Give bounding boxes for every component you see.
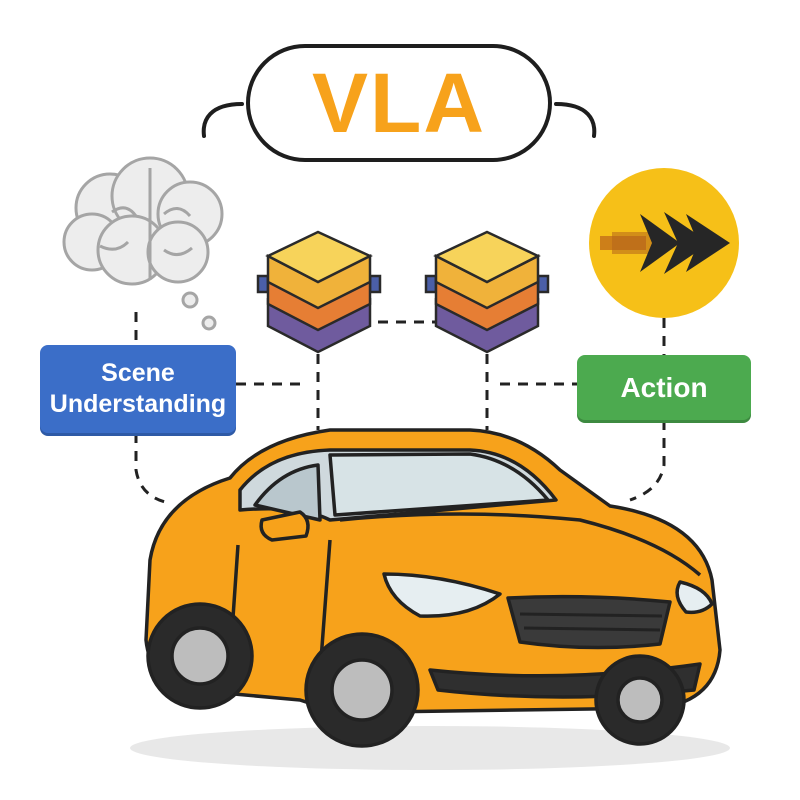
fast-arrow-icon [589, 168, 739, 318]
model-block-icon-left [256, 230, 382, 354]
model-block-icon-right [424, 230, 550, 354]
action-label: Action [620, 371, 708, 403]
title-pill: VLA [246, 44, 552, 162]
title-text: VLA [312, 56, 486, 150]
connector-scene-to-car [134, 433, 166, 504]
connector-action-to-car [629, 420, 666, 502]
dashed-connectors [134, 312, 666, 504]
title-right-curl [554, 102, 597, 138]
action-box: Action [577, 355, 751, 420]
car-icon [130, 428, 730, 770]
scene-understanding-box: Scene Understanding [40, 345, 236, 433]
title-left-curl [201, 102, 244, 138]
brain-icon [62, 156, 224, 331]
scene-understanding-label: Scene Understanding [49, 358, 227, 418]
